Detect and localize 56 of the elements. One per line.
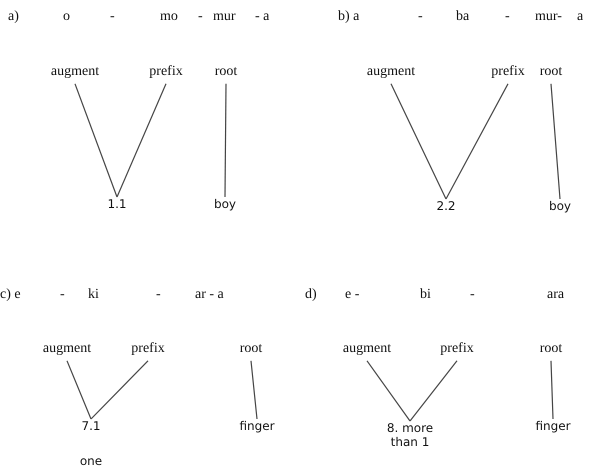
gloss-text: one [80, 454, 102, 468]
tree-branch-line [74, 84, 118, 198]
morpheme-text: - [198, 9, 203, 26]
tree-branch-line [390, 84, 447, 200]
morpheme-text: d) [305, 287, 317, 304]
gloss-text: finger [227, 419, 287, 434]
gloss-text: finger [523, 419, 583, 434]
morpheme-text: mo [160, 9, 178, 26]
morpheme-label: augment [342, 341, 392, 358]
morpheme-text: ki [88, 287, 99, 304]
morpheme-text: - [470, 287, 475, 304]
morpheme-text: e - [345, 287, 360, 304]
gloss-text: 1.1 [87, 197, 147, 212]
morpheme-text: - [418, 9, 423, 26]
tree-branch-line [550, 360, 554, 420]
tree-branch-line [90, 360, 148, 420]
tree-branch-line [224, 84, 227, 197]
morpheme-text: a) [8, 9, 19, 26]
tree-branch-line [66, 360, 92, 420]
tree-branch-line [116, 84, 167, 198]
tree-branch-line [366, 360, 410, 422]
tree-branch-line [445, 84, 509, 200]
gloss-text: boy [530, 199, 590, 214]
morpheme-text: - [60, 287, 65, 304]
morpheme-text: ara [547, 287, 564, 304]
gloss-text: 7.1 [61, 419, 121, 434]
morpheme-label: augment [366, 64, 416, 81]
morpheme-label: root [540, 341, 562, 358]
morpheme-text: a [577, 9, 584, 26]
morpheme-text: - [110, 9, 115, 26]
tree-branch-line [410, 360, 458, 422]
morpheme-text: c) e [0, 287, 21, 304]
morpheme-text: o [63, 9, 70, 26]
morpheme-text: mur [213, 9, 236, 26]
morpheme-text: mur- [535, 9, 562, 26]
tree-branch-line [550, 84, 561, 200]
morpheme-text: - [505, 9, 510, 26]
morpheme-text: ba [456, 9, 470, 26]
gloss-text: 8. more than 1 [380, 421, 440, 450]
morpheme-label: prefix [491, 64, 525, 81]
morpheme-label: augment [42, 341, 92, 358]
morpheme-label: prefix [440, 341, 474, 358]
morpheme-label: prefix [131, 341, 165, 358]
morpheme-text: bi [420, 287, 431, 304]
morpheme-text: b) a [338, 9, 360, 26]
morpheme-label: root [214, 64, 238, 81]
morpheme-text: - a [255, 9, 270, 26]
morpheme-label: augment [50, 64, 100, 81]
morpheme-label: root [540, 64, 562, 81]
gloss-text: boy [195, 197, 255, 212]
morpheme-label: root [240, 341, 262, 358]
tree-branch-line [250, 360, 258, 420]
gloss-text: 2.2 [416, 199, 476, 214]
morpheme-text: - [156, 287, 161, 304]
morpheme-text: ar - a [195, 287, 224, 304]
morpheme-label: prefix [149, 64, 183, 81]
